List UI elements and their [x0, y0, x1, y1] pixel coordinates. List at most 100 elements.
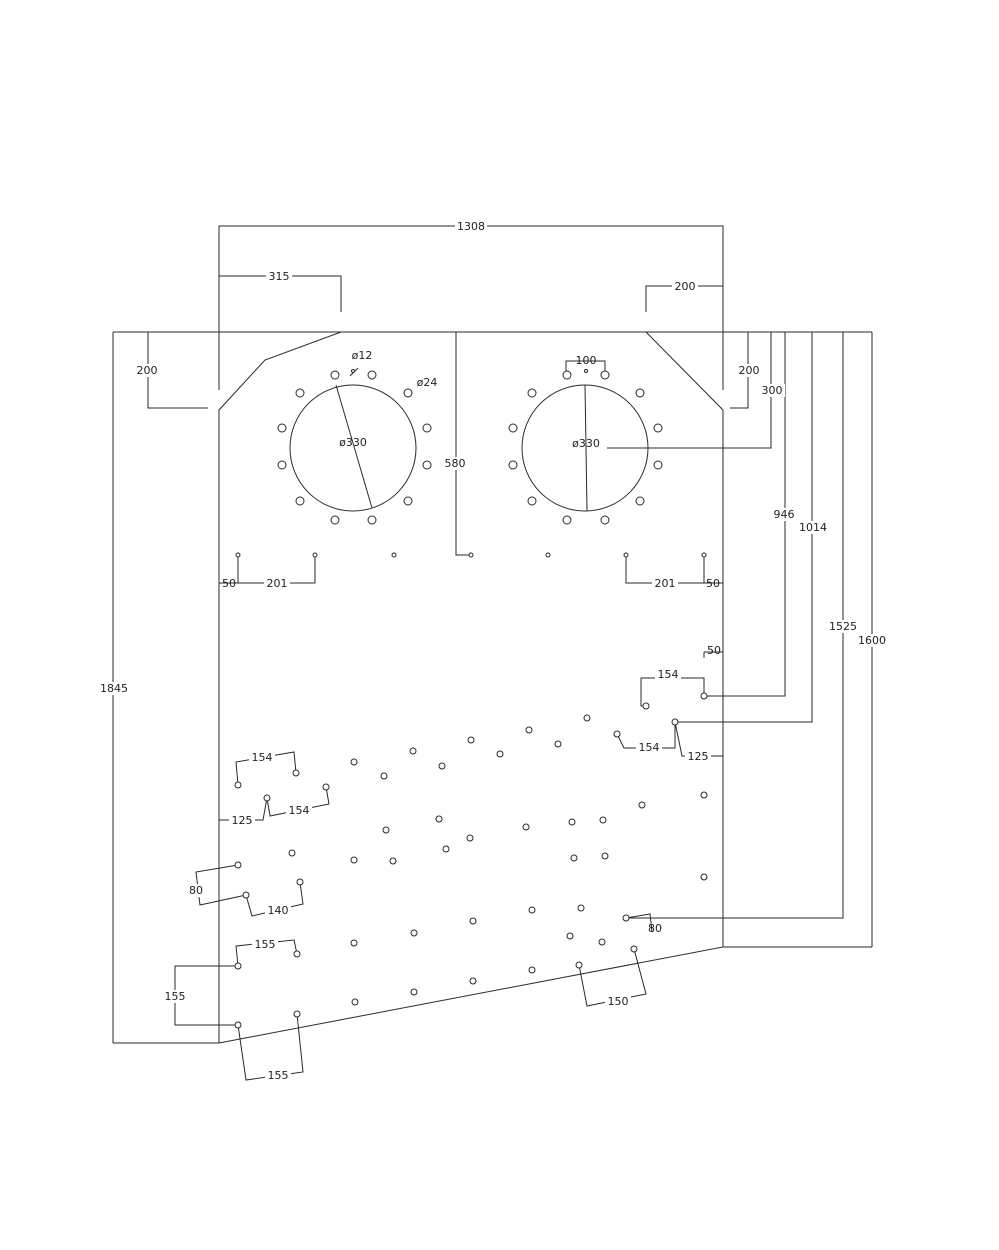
hole — [467, 736, 475, 744]
hole — [435, 815, 443, 823]
hole — [469, 917, 477, 925]
hole — [263, 794, 271, 802]
dim-200-top-right: 200 — [675, 280, 696, 293]
dim-155-top: 155 — [255, 938, 276, 951]
hole — [382, 826, 390, 834]
hole — [630, 945, 638, 953]
hole — [575, 961, 583, 969]
hole — [350, 758, 358, 766]
hole — [277, 460, 287, 470]
hole — [295, 496, 305, 506]
dim-dia-330-left: ø330 — [339, 436, 367, 449]
hole — [700, 873, 708, 881]
hole — [293, 1010, 301, 1018]
dim-201-left: 201 — [267, 577, 288, 590]
dim-154-left-top: 154 — [252, 751, 273, 764]
dim-1600: 1600 — [858, 634, 886, 647]
hole — [566, 932, 574, 940]
hole — [469, 977, 477, 985]
hole — [403, 388, 413, 398]
hole — [508, 423, 518, 433]
hole — [422, 423, 432, 433]
dim-201-right: 201 — [655, 577, 676, 590]
hole — [322, 783, 330, 791]
large-cutouts — [289, 384, 649, 512]
plate-outline — [218, 331, 724, 1044]
hole — [367, 515, 377, 525]
hole — [277, 423, 287, 433]
hole — [350, 856, 358, 864]
hole — [351, 998, 359, 1006]
dim-200-right: 200 — [739, 364, 760, 377]
hole — [466, 834, 474, 842]
hole — [496, 750, 504, 758]
hole — [528, 906, 536, 914]
hole — [296, 878, 304, 886]
hole — [601, 852, 609, 860]
hole — [638, 801, 646, 809]
hole — [622, 914, 630, 922]
dim-1845: 1845 — [100, 682, 128, 695]
hole — [438, 762, 446, 770]
hole — [389, 857, 397, 865]
hole — [528, 966, 536, 974]
hole — [527, 388, 537, 398]
dim-dia-330-right: ø330 — [572, 437, 600, 450]
dim-1525: 1525 — [829, 620, 857, 633]
hole — [409, 747, 417, 755]
hole — [623, 552, 629, 558]
hole-pattern — [234, 369, 708, 1029]
hole — [635, 496, 645, 506]
dim-1014: 1014 — [799, 521, 827, 534]
hole — [234, 962, 242, 970]
hole — [653, 460, 663, 470]
hole — [351, 369, 355, 373]
hole — [442, 845, 450, 853]
hole — [422, 460, 432, 470]
hole — [288, 849, 296, 857]
dim-315: 315 — [269, 270, 290, 283]
hole — [410, 929, 418, 937]
dim-154-right-bottom: 154 — [639, 741, 660, 754]
hole — [635, 388, 645, 398]
hole — [700, 791, 708, 799]
hole — [700, 692, 708, 700]
hole — [403, 496, 413, 506]
hole — [234, 781, 242, 789]
hole — [367, 370, 377, 380]
hole — [653, 423, 663, 433]
hole — [600, 515, 610, 525]
dim-100: 100 — [576, 354, 597, 367]
hole — [508, 460, 518, 470]
hole — [671, 718, 679, 726]
dimension-lines — [147, 225, 844, 1081]
hole — [577, 904, 585, 912]
dim-50-mid: 50 — [707, 644, 721, 657]
dim-155-vertical: 155 — [165, 990, 186, 1003]
hole — [545, 552, 551, 558]
hole — [598, 938, 606, 946]
hole — [570, 854, 578, 862]
dim-125-right: 125 — [688, 750, 709, 763]
hole — [613, 730, 621, 738]
hole — [235, 552, 241, 558]
hole — [312, 552, 318, 558]
hole — [234, 1021, 242, 1029]
dim-80-left: 80 — [189, 884, 203, 897]
hole — [568, 818, 576, 826]
hole — [583, 714, 591, 722]
hole — [600, 370, 610, 380]
dim-154-right-top: 154 — [658, 668, 679, 681]
dim-300: 300 — [762, 384, 783, 397]
hole — [642, 702, 650, 710]
dim-200-left: 200 — [137, 364, 158, 377]
dim-50-right: 50 — [706, 577, 720, 590]
hole — [295, 388, 305, 398]
hole — [599, 816, 607, 824]
dim-dia-12: ø12 — [352, 349, 373, 362]
hole — [410, 988, 418, 996]
hole — [525, 726, 533, 734]
cutout-left — [289, 384, 417, 512]
dim-580: 580 — [445, 457, 466, 470]
dim-946: 946 — [774, 508, 795, 521]
